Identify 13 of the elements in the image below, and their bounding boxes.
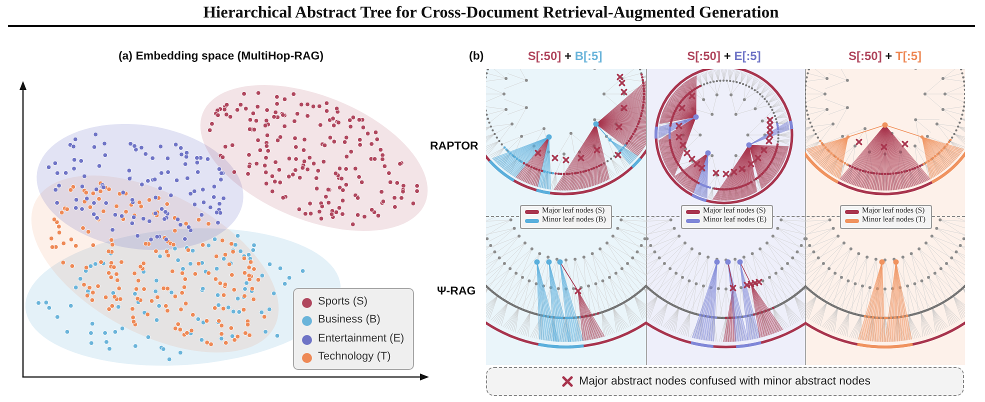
panel-heading: S[:50] + E[:5] — [687, 50, 761, 64]
legend-label: Sports (S) — [318, 296, 368, 308]
row-heading: Ψ-RAG — [437, 285, 476, 299]
panel-heading: S[:50] + B[:5] — [528, 50, 602, 64]
title: Hierarchical Abstract Tree for Cross-Document Retrieval-Augmented Generation — [203, 4, 779, 22]
panel-heading: (b) — [469, 50, 484, 64]
legend-label: Business (B) — [318, 314, 380, 326]
panel-heading: S[:50] + T[:5] — [848, 50, 922, 64]
legend-label: Major abstract nodes confused with minor abstract nodes — [579, 374, 870, 388]
legend-label: Entertainment (E) — [318, 332, 404, 346]
panel-heading: (a) Embedding space (MultiHop-RAG) — [118, 50, 324, 64]
legend-label: Technology (T) — [318, 350, 391, 364]
row-heading: RAPTOR — [430, 140, 478, 154]
